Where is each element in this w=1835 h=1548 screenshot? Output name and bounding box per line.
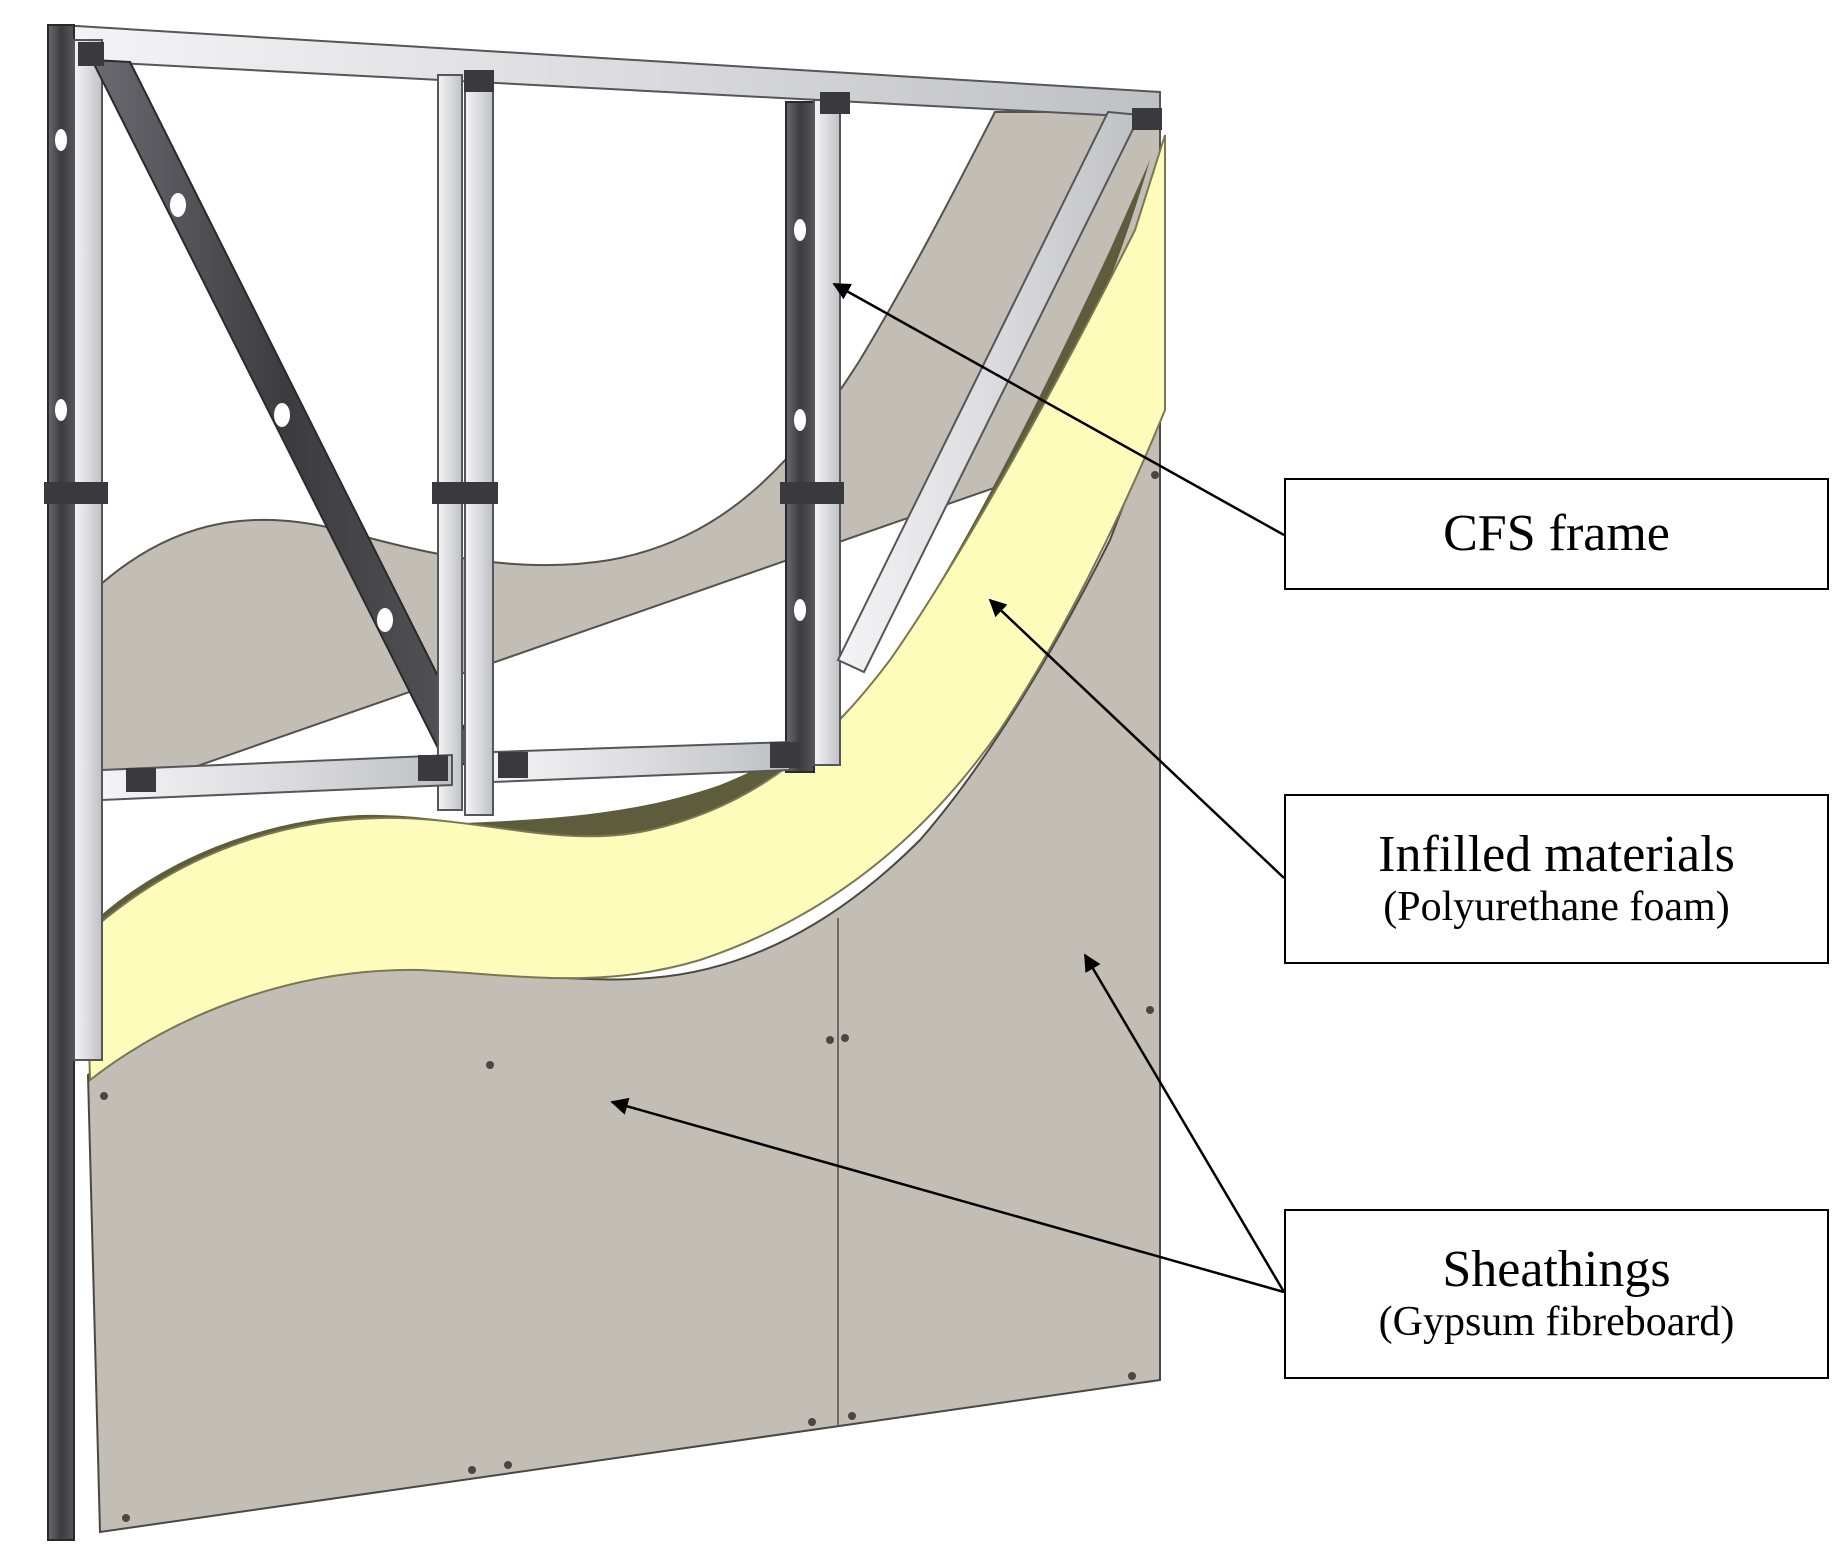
- back-sheathing-panel: [99, 111, 1161, 802]
- clip: [44, 482, 108, 504]
- clip: [432, 482, 498, 504]
- sheathing-screws: [100, 471, 1159, 1522]
- sheathing-label-title: Sheathings: [1442, 1240, 1671, 1298]
- clip: [780, 482, 844, 504]
- horizontal-nogging-left: [101, 753, 453, 802]
- sheathing-arrow-left: [610, 1097, 1285, 1294]
- clip: [1132, 108, 1162, 130]
- sheathing-label-subtitle: (Gypsum fibreboard): [1378, 1298, 1735, 1345]
- infill-label-subtitle: (Polyurethane foam): [1383, 883, 1730, 930]
- service-hole: [274, 403, 290, 427]
- infill-label-title: Infilled materials: [1378, 825, 1735, 883]
- left-end-stud: [73, 39, 103, 1061]
- cfs-frame-label: CFS frame: [1284, 478, 1829, 590]
- clip: [498, 752, 528, 778]
- clip: [78, 42, 104, 66]
- cfs-frame-arrow: [832, 282, 1285, 537]
- right-stud: [813, 99, 841, 766]
- infill-label: Infilled materials (Polyurethane foam): [1284, 794, 1829, 964]
- cfs-frame-label-title: CFS frame: [1443, 504, 1670, 562]
- centre-stud-a: [437, 74, 463, 811]
- clip: [418, 755, 448, 781]
- infill-arrow: [988, 598, 1285, 879]
- service-hole: [794, 599, 806, 621]
- foam-layer: [84, 134, 1166, 1083]
- service-hole: [55, 399, 67, 421]
- sheathing-label: Sheathings (Gypsum fibreboard): [1284, 1209, 1829, 1379]
- centre-stud-b: [464, 74, 494, 816]
- sheathing-arrow-right: [1083, 953, 1286, 1293]
- service-hole: [170, 193, 186, 217]
- callout-arrows: [610, 282, 1286, 1294]
- clip: [126, 768, 156, 792]
- service-hole: [55, 129, 67, 151]
- left-end-stud-dark: [47, 24, 75, 1541]
- clip: [770, 742, 800, 768]
- horizontal-nogging-right: [492, 740, 791, 784]
- cfs-frame: [44, 23, 1162, 1541]
- service-hole: [377, 608, 393, 632]
- right-stud-dark: [785, 101, 815, 773]
- clip: [464, 70, 494, 92]
- service-hole: [794, 409, 806, 431]
- service-hole: [794, 219, 806, 241]
- diagonal-brace-right: [836, 110, 1142, 674]
- top-track: [59, 23, 1161, 120]
- clip: [820, 92, 850, 114]
